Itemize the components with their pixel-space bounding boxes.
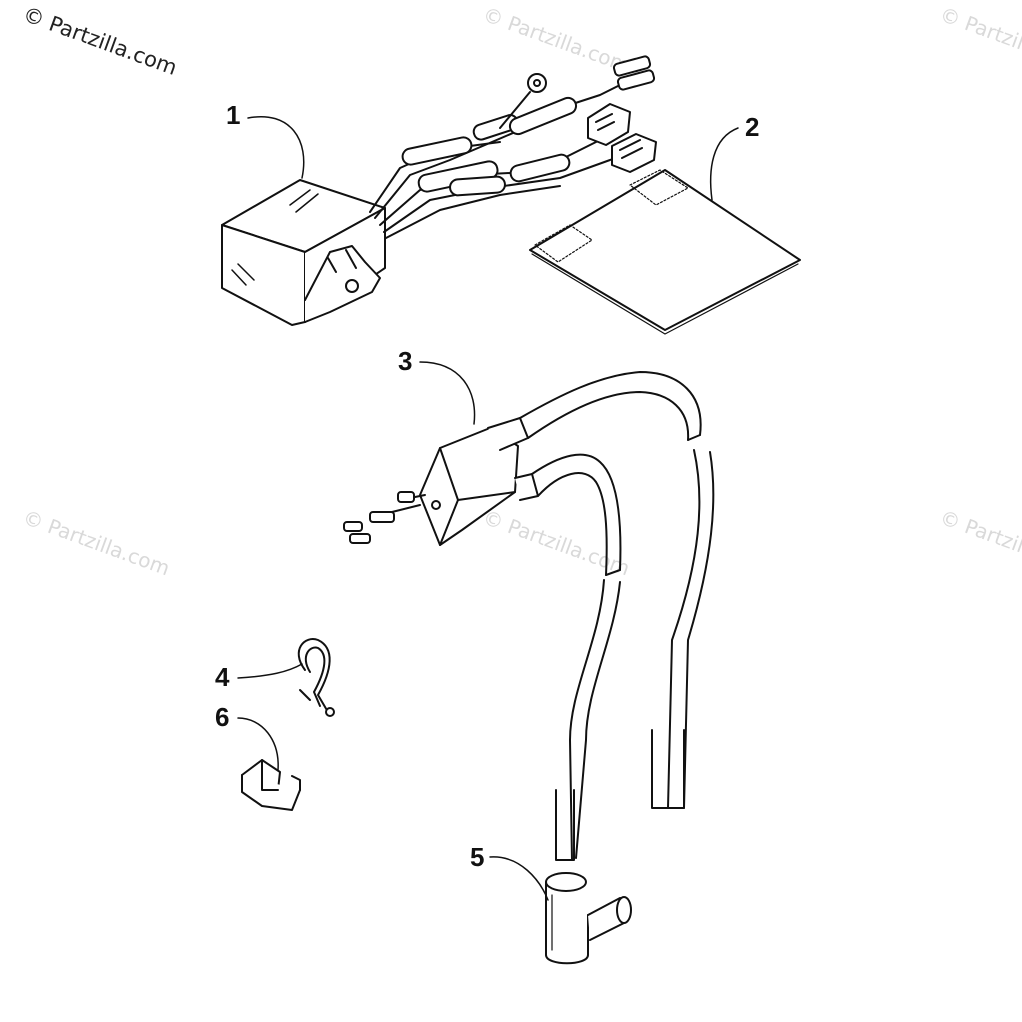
instruction-sheet-drawing — [529, 169, 801, 335]
callout-6: 6 — [215, 702, 230, 732]
cdi-module-drawing — [221, 55, 657, 326]
leader-line-3 — [419, 361, 476, 425]
bracket-clip-drawing — [241, 759, 301, 811]
leader-line-4 — [237, 663, 303, 679]
leader-lines — [237, 115, 739, 901]
spark-plug-cap-drawing — [545, 872, 632, 965]
callout-1: 1 — [226, 100, 241, 130]
callout-3: 3 — [398, 346, 413, 376]
leader-line-2 — [709, 127, 739, 201]
callout-5: 5 — [470, 842, 485, 872]
wire-clip-drawing — [297, 638, 335, 717]
leader-line-5 — [489, 856, 549, 901]
leader-line-1 — [247, 115, 305, 179]
callout-2: 2 — [745, 112, 760, 142]
leader-line-6 — [237, 717, 279, 771]
callout-4: 4 — [215, 662, 230, 692]
ignition-coil-drawing — [343, 371, 715, 861]
